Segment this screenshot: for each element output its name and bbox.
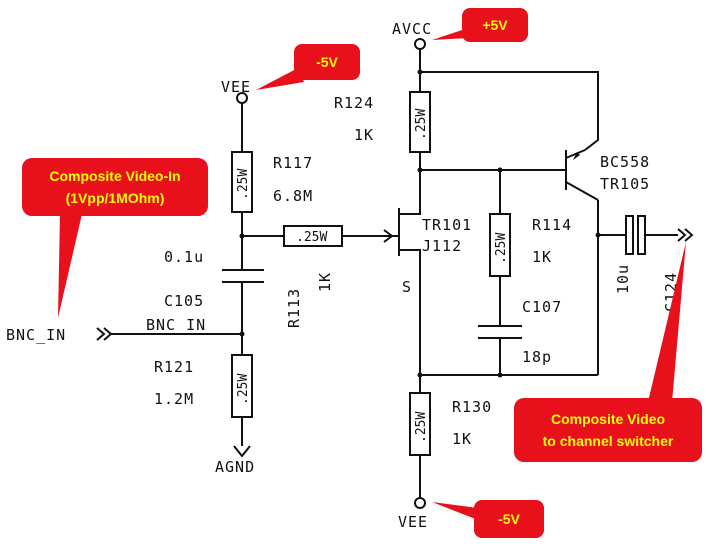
r124-rating: .25W	[414, 109, 429, 140]
bnc-in-label: BNC_IN	[6, 326, 66, 344]
svg-text:Composite Video: Composite Video	[551, 411, 665, 427]
tr105-ref: TR105	[600, 175, 650, 193]
r113-ref: R113	[285, 288, 303, 328]
callout-video-in: Composite Video-In (1Vpp/1MOhm)	[22, 158, 208, 318]
svg-text:+5V: +5V	[482, 17, 508, 33]
r117-rating: .25W	[236, 169, 251, 200]
agnd-label: AGND	[215, 458, 255, 476]
callout-avcc: +5V	[432, 8, 528, 42]
tr101-pin-s: S	[402, 278, 412, 296]
avcc-terminal	[414, 38, 426, 50]
c124-value: 10u	[614, 264, 632, 294]
callout-vee-top: -5V	[256, 44, 360, 90]
c107-value: 18p	[522, 348, 552, 366]
callout-vee-bottom: -5V	[432, 500, 544, 538]
c107-ref: C107	[522, 298, 562, 316]
r113-rating: .25W	[296, 230, 327, 245]
svg-text:(1Vpp/1MOhm): (1Vpp/1MOhm)	[66, 190, 165, 206]
r121-value: 1.2M	[154, 390, 194, 408]
c124-plate-b	[637, 215, 646, 255]
svg-text:Composite Video-In: Composite Video-In	[49, 168, 180, 184]
tr101-part: J112	[422, 237, 462, 255]
callout-video-out: Composite Video to channel switcher	[514, 242, 702, 462]
r114-ref: R114	[532, 216, 572, 234]
avcc-label: AVCC	[392, 20, 432, 38]
c105-ref: C105	[164, 292, 204, 310]
vee-bottom-terminal	[414, 497, 426, 509]
r130-rating: .25W	[414, 412, 429, 443]
r114-rating: .25W	[494, 233, 509, 264]
r117-value: 6.8M	[273, 187, 313, 205]
r114-value: 1K	[532, 248, 552, 266]
r130-value: 1K	[452, 430, 472, 448]
tr105-part: BC558	[600, 153, 650, 171]
svg-text:-5V: -5V	[316, 54, 338, 70]
r130-ref: R130	[452, 398, 492, 416]
tr101-ref: TR101	[422, 216, 472, 234]
vee-bottom-label: VEE	[398, 513, 428, 531]
r124-ref: R124	[334, 94, 374, 112]
bnc-in-net-label: BNC IN	[146, 316, 206, 334]
r121-rating: .25W	[236, 374, 251, 405]
vee-top-label: VEE	[221, 78, 251, 96]
c124-plate-a	[625, 215, 634, 255]
r113-value: 1K	[316, 272, 334, 292]
r121-ref: R121	[154, 358, 194, 376]
svg-text:to channel switcher: to channel switcher	[543, 433, 674, 449]
r124-value: 1K	[354, 126, 374, 144]
svg-text:-5V: -5V	[498, 511, 520, 527]
agnd-symbol	[233, 445, 251, 458]
r117-ref: R117	[273, 154, 313, 172]
c105-value: 0.1u	[164, 248, 204, 266]
